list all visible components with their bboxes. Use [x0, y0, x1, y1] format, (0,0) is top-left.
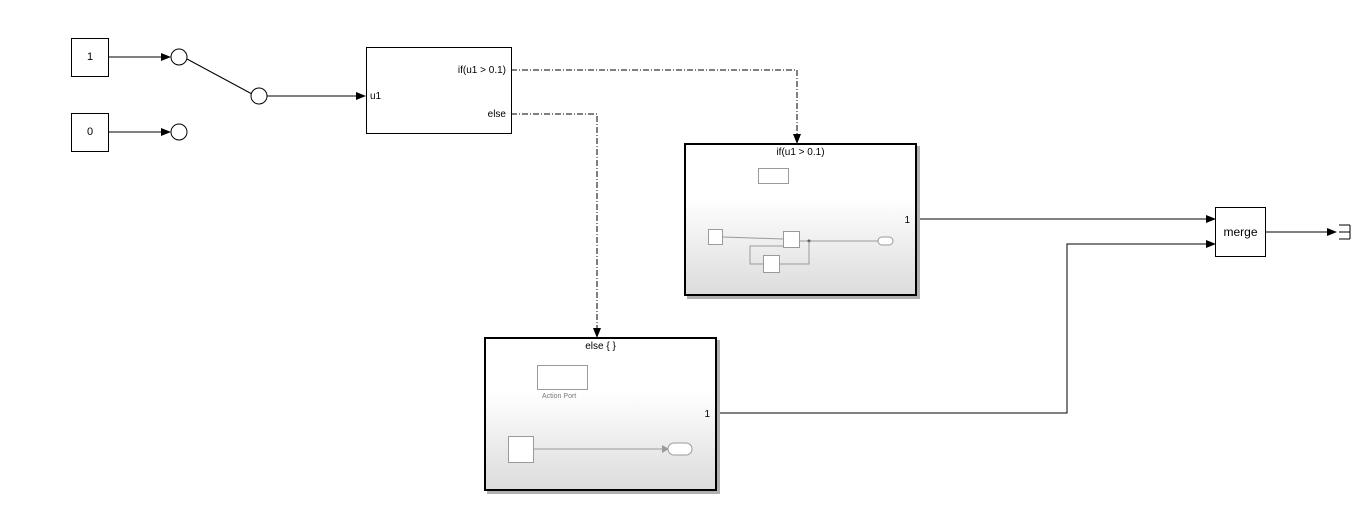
- subsystem-output-port: 1: [904, 215, 910, 226]
- constant-block-0[interactable]: 0: [71, 113, 109, 152]
- if-output-label: if(u1 > 0.1): [457, 65, 506, 76]
- if-block[interactable]: u1 if(u1 > 0.1) else: [366, 47, 512, 134]
- merge-block[interactable]: merge: [1215, 207, 1266, 257]
- else-output-label: else: [487, 109, 506, 120]
- terminator-icon[interactable]: [1339, 224, 1351, 240]
- subsystem-title: if(u1 > 0.1): [776, 147, 825, 158]
- action-line-if[interactable]: [511, 69, 801, 144]
- constant-value: 1: [86, 51, 94, 63]
- if-action-subsystem[interactable]: if(u1 > 0.1) 1: [684, 143, 917, 296]
- action-port-caption: Action Port: [542, 393, 577, 400]
- if-input-label: u1: [370, 91, 382, 102]
- subsystem-output-port: 1: [704, 409, 710, 420]
- sum-block: [783, 231, 800, 248]
- action-port-block: [537, 365, 588, 390]
- line-else-sub-to-merge[interactable]: [716, 240, 1216, 414]
- subsystem-preview: [533, 442, 693, 456]
- inport-block: [708, 229, 723, 245]
- action-line-else[interactable]: [511, 113, 601, 338]
- delay-block: [763, 255, 780, 273]
- action-port-block: [758, 168, 789, 184]
- inport-block: [508, 436, 534, 463]
- merge-label: merge: [1223, 225, 1258, 239]
- constant-value: 0: [86, 126, 94, 138]
- subsystem-title: else { }: [585, 341, 616, 352]
- manual-switch-icon[interactable]: [170, 48, 274, 141]
- else-action-subsystem[interactable]: else { } 1 Action Port: [484, 337, 717, 491]
- constant-block-1[interactable]: 1: [71, 38, 109, 77]
- subsystem-preview: [722, 236, 894, 265]
